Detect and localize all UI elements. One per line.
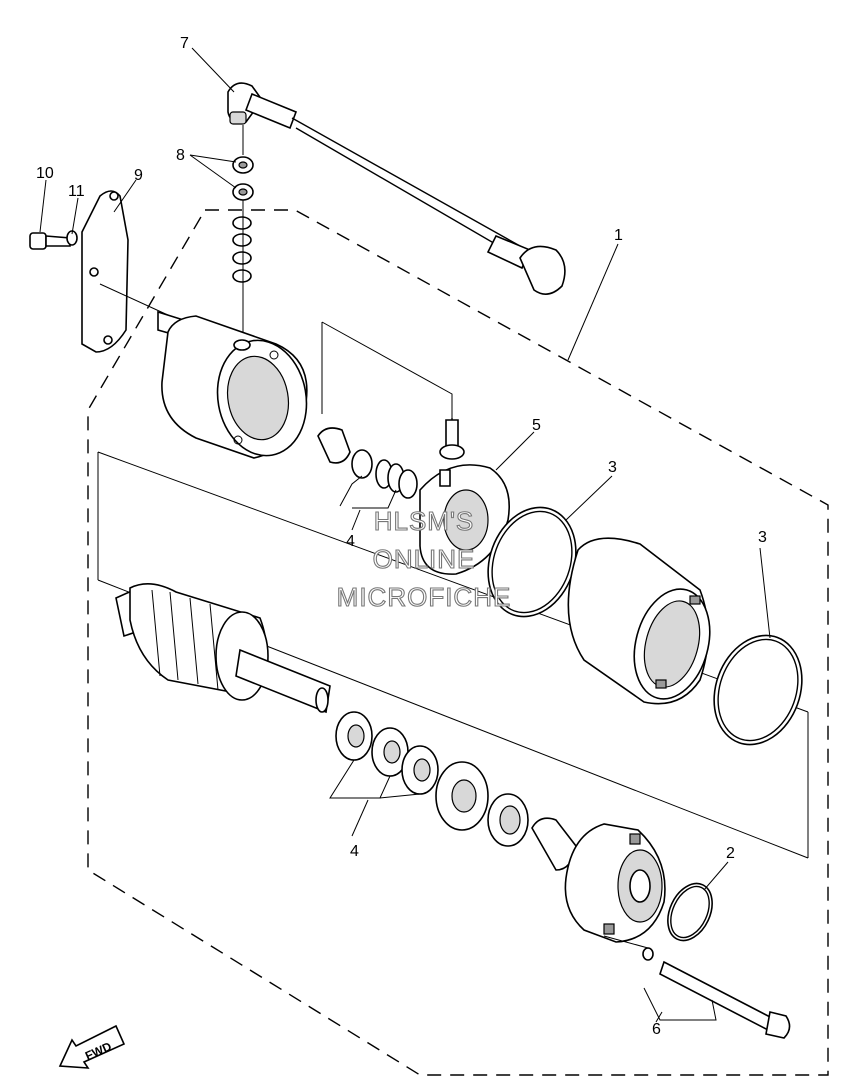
callout-1: 1 bbox=[614, 227, 623, 244]
callout-2: 2 bbox=[726, 845, 735, 862]
bearing-set bbox=[435, 761, 577, 871]
callout-11: 11 bbox=[68, 183, 85, 200]
callout-10: 10 bbox=[36, 165, 54, 182]
callout-5: 5 bbox=[532, 417, 541, 434]
bracket-bolt bbox=[29, 230, 171, 317]
yoke-housing bbox=[567, 537, 711, 705]
callout-7: 7 bbox=[180, 35, 189, 52]
terminal-bolt bbox=[321, 321, 465, 460]
through-bolt bbox=[603, 935, 791, 1039]
brush-plate bbox=[419, 464, 510, 575]
callout-3-right: 3 bbox=[758, 529, 767, 546]
leader-lines bbox=[39, 47, 771, 1023]
callout-8: 8 bbox=[176, 147, 185, 164]
callout-9: 9 bbox=[134, 167, 143, 184]
nuts-and-washers bbox=[232, 125, 254, 340]
mounting-bracket bbox=[81, 190, 129, 353]
watermark-line-1: HLSM'S bbox=[374, 506, 475, 536]
fwd-arrow-icon: FWD bbox=[58, 1024, 126, 1069]
assembly-boundary bbox=[87, 209, 829, 1076]
front-cover bbox=[564, 823, 666, 943]
watermark: HLSM'S ONLINE MICROFICHE bbox=[336, 505, 512, 612]
watermark-line-2: ONLINE bbox=[373, 544, 476, 574]
callout-6: 6 bbox=[652, 1021, 661, 1038]
armature bbox=[115, 583, 331, 714]
callout-3-left: 3 bbox=[608, 459, 617, 476]
starter-cable bbox=[227, 82, 566, 295]
callout-4-lower: 4 bbox=[350, 843, 359, 860]
brush-springs bbox=[317, 427, 418, 499]
callout-4-upper: 4 bbox=[346, 533, 355, 550]
watermark-line-3: MICROFICHE bbox=[337, 582, 512, 612]
rear-cover bbox=[157, 310, 308, 459]
callout-labels: 7 8 9 10 11 1 5 3 3 4 4 2 6 bbox=[36, 35, 767, 1038]
o-ring-right bbox=[713, 634, 803, 746]
o-ring-small bbox=[667, 882, 713, 942]
